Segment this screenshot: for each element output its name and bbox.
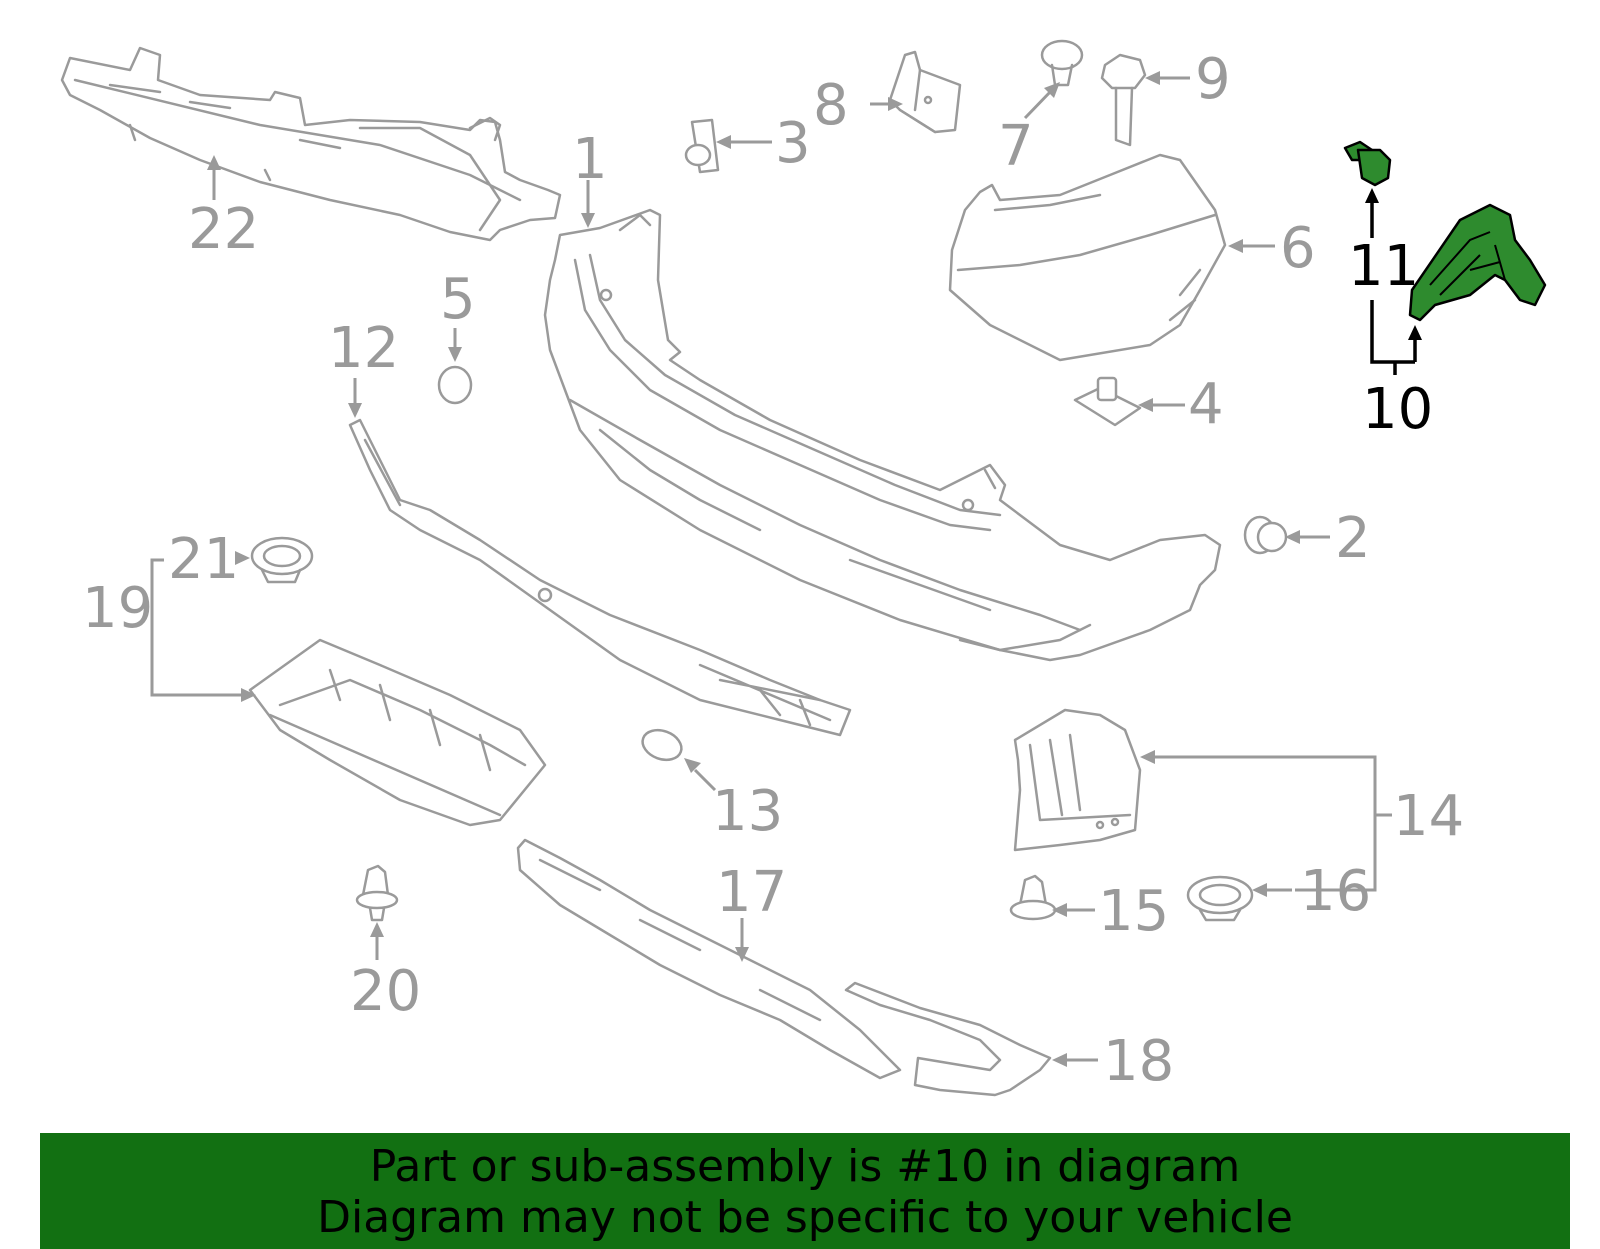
arrow-2: [1285, 530, 1300, 544]
callout-10: 10: [1362, 377, 1433, 442]
info-banner: Part or sub-assembly is #10 in diagram D…: [40, 1133, 1570, 1249]
part-21-grommet: [250, 536, 314, 584]
banner-line-1: Part or sub-assembly is #10 in diagram: [369, 1141, 1241, 1192]
arrow-21: [235, 551, 250, 565]
part-11-bolt-highlighted: [1343, 140, 1392, 187]
arrow-6: [1228, 239, 1243, 253]
part-22-bracket: [60, 46, 562, 242]
part-15-pin: [1009, 874, 1057, 921]
callout-13: 13: [712, 779, 783, 844]
part-14-bracket: [1013, 708, 1142, 852]
arrow-18: [1052, 1053, 1067, 1067]
arrow-5: [448, 347, 462, 362]
part-1-bumper-cover: [543, 208, 1222, 662]
callout-4: 4: [1188, 372, 1224, 437]
callout-22: 22: [188, 197, 259, 262]
callout-17: 17: [716, 860, 787, 925]
arrow-20: [370, 922, 384, 937]
leader-13: [693, 768, 717, 792]
bracket-14: [1152, 755, 1377, 892]
arrow-13: [684, 758, 701, 773]
part-16-grommet: [1186, 875, 1254, 922]
callout-9: 9: [1195, 47, 1231, 112]
arrow-11: [1365, 188, 1379, 203]
part-19-skid-plate: [248, 638, 547, 827]
arrow-9: [1145, 71, 1160, 85]
callout-19: 19: [82, 576, 153, 641]
part-6-endcap: [948, 153, 1227, 362]
arrow-3: [716, 135, 731, 149]
part-13-grommet: [641, 728, 683, 762]
callout-3: 3: [775, 111, 811, 176]
callout-8: 8: [813, 73, 849, 138]
callout-16: 16: [1300, 859, 1371, 924]
callout-21: 21: [168, 527, 239, 592]
arrow-14: [1140, 750, 1155, 764]
part-8-bracket: [888, 50, 962, 134]
part-10-bracket-highlighted: [1408, 203, 1547, 322]
part-9-bolt: [1100, 53, 1147, 147]
leader-7: [1023, 88, 1054, 120]
callout-12: 12: [328, 316, 399, 381]
callout-11: 11: [1348, 234, 1419, 299]
callout-2: 2: [1335, 506, 1371, 571]
part-20-pin: [355, 864, 399, 922]
arrow-4: [1138, 398, 1153, 412]
banner-line-2: Diagram may not be specific to your vehi…: [317, 1192, 1293, 1243]
arrow-8: [888, 97, 903, 111]
part-12-grille-strip: [348, 418, 852, 737]
part-3-clip: [684, 118, 720, 174]
arrow-19: [241, 688, 256, 702]
part-4-nut: [1073, 376, 1142, 427]
callout-6: 6: [1280, 216, 1316, 281]
part-5-grommet: [437, 365, 473, 405]
arrow-22: [207, 155, 221, 170]
part-2-plug: [1243, 515, 1288, 555]
arrow-1: [581, 213, 595, 228]
callout-20: 20: [350, 959, 421, 1024]
callout-14: 14: [1393, 784, 1464, 849]
callout-7: 7: [998, 114, 1034, 179]
arrow-10: [1408, 325, 1422, 340]
callout-18: 18: [1103, 1029, 1174, 1094]
bracket-10: [1370, 300, 1415, 364]
arrow-17: [735, 947, 749, 962]
arrow-15: [1052, 903, 1067, 917]
bracket-19: [150, 558, 243, 697]
callout-5: 5: [440, 267, 476, 332]
part-18-trim-strip: [844, 981, 1052, 1097]
arrow-16: [1252, 883, 1267, 897]
arrow-12: [348, 403, 362, 418]
arrow-7: [1044, 82, 1060, 98]
part-17-lower-strip: [516, 838, 902, 1080]
callout-15: 15: [1098, 879, 1169, 944]
part-7-pin: [1040, 39, 1084, 87]
callout-1: 1: [572, 127, 608, 192]
